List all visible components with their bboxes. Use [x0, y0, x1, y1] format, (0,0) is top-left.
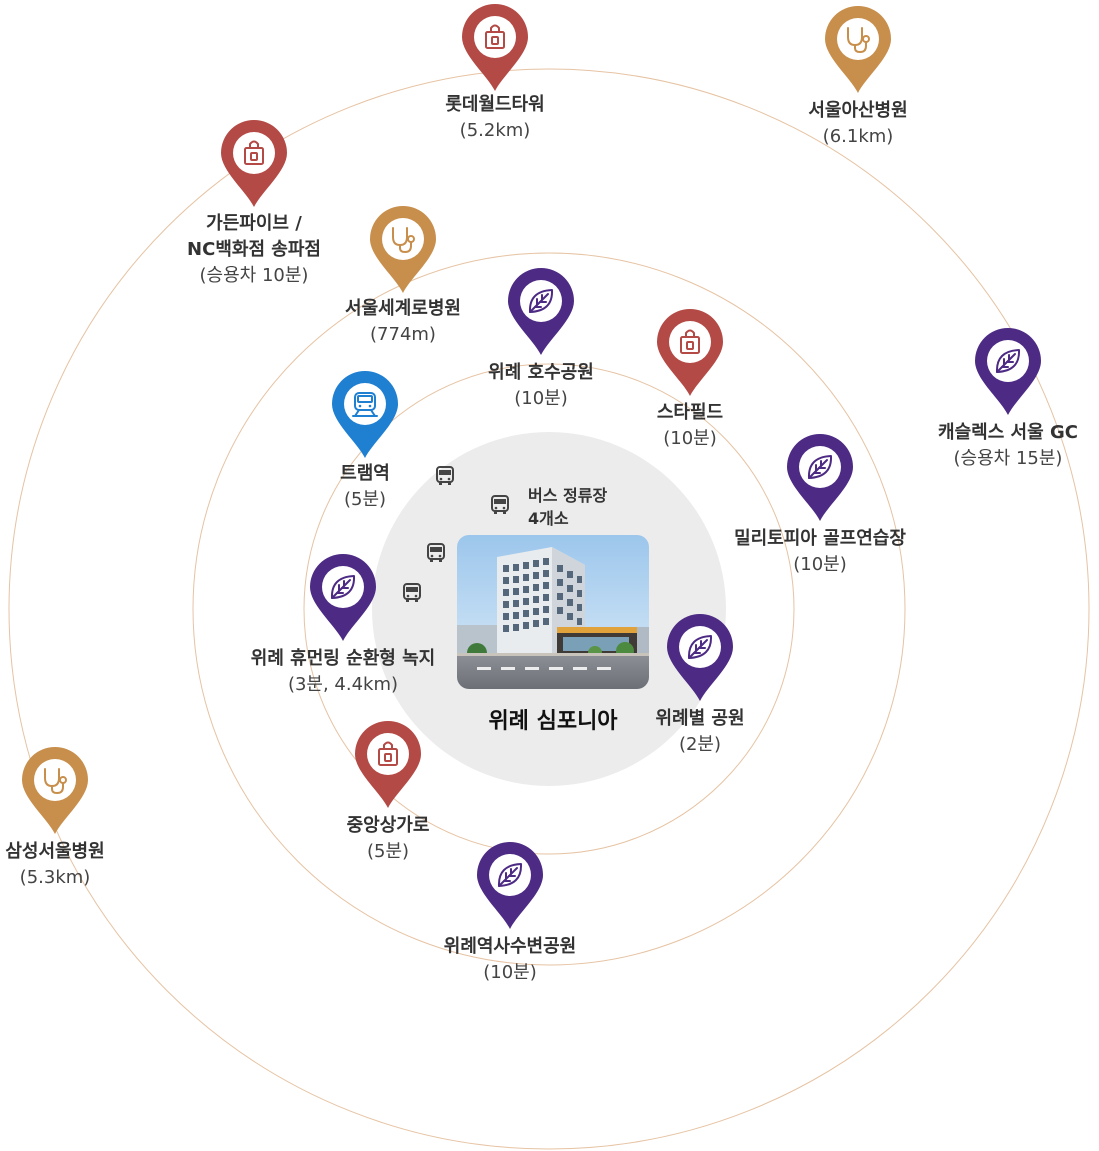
poi-name: 서울세계로병원 — [345, 298, 461, 319]
poi-label-lotte-world-tower: 롯데월드타워 (5.2km) — [445, 92, 544, 144]
poi-label-seoul-segero-hospital: 서울세계로병원 (774m) — [345, 296, 461, 348]
poi-name: 밀리토피아 골프연습장 — [734, 528, 906, 549]
shopping-bag-icon — [485, 24, 505, 49]
leaf-icon — [807, 455, 833, 479]
tram-icon — [352, 392, 378, 417]
poi-distance: (10분) — [793, 554, 847, 575]
stethoscope-icon — [392, 227, 415, 253]
poi-name: 트램역 — [340, 463, 390, 484]
shopping-bag-icon — [378, 741, 398, 766]
map-pin-seoul-segero-hospital — [370, 206, 436, 293]
poi-distance: (10분) — [663, 428, 717, 449]
poi-distance: (3분, 4.4km) — [287, 674, 399, 695]
poi-name: 위례 휴먼링 순환형 녹지 — [250, 648, 436, 669]
map-pin-lotte-world-tower — [462, 4, 528, 91]
ring-inner — [303, 363, 795, 855]
poi-name: 가든파이브 / — [206, 213, 302, 234]
poi-name: 서울아산병원 — [808, 100, 908, 121]
bus-icon — [403, 583, 421, 602]
poi-name: 스타필드 — [656, 402, 724, 423]
map-pin-wirye-yeoksa-park — [477, 842, 543, 929]
poi-name: 중앙상가로 — [346, 815, 430, 836]
building-photo — [457, 535, 649, 689]
shopping-bag-icon — [244, 140, 264, 165]
poi-distance: (10분) — [483, 962, 537, 983]
map-pin-castlex-gc — [975, 328, 1041, 415]
poi-label-wiryebyeol-park: 위례별 공원 (2분) — [655, 706, 744, 758]
poi-distance: (승용차 10분) — [199, 265, 309, 286]
shopping-bag-icon — [680, 329, 700, 354]
poi-label-tram-station: 트램역 (5분) — [340, 461, 390, 513]
poi-label-asan-hospital: 서울아산병원 (6.1km) — [808, 98, 907, 150]
poi-distance: (승용차 15분) — [953, 448, 1063, 469]
poi-label-samsung-hospital: 삼성서울병원 (5.3km) — [5, 839, 104, 891]
poi-label-garden-five: 가든파이브 / NC백화점 송파점 (승용차 10분) — [187, 211, 321, 289]
bus-stop-label: 버스 정류장 4개소 — [528, 484, 607, 530]
map-pin-militopia-golf — [787, 434, 853, 521]
poi-distance: (5분) — [343, 489, 387, 510]
poi-name: 위례 호수공원 — [488, 362, 594, 383]
map-pin-starfield — [657, 309, 723, 396]
stethoscope-icon — [847, 27, 870, 53]
leaf-icon — [528, 289, 554, 313]
poi-distance: (10분) — [514, 388, 568, 409]
poi-distance: (774m) — [370, 324, 436, 345]
poi-distance: (6.1km) — [822, 126, 894, 147]
bus-icon — [427, 543, 445, 562]
poi-label-wirye-yeoksa-park: 위례역사수변공원 (10분) — [444, 934, 576, 986]
poi-name: 위례역사수변공원 — [443, 936, 577, 957]
poi-distance: (2분) — [678, 734, 722, 755]
poi-distance: (5.2km) — [459, 120, 531, 141]
bus-icon — [491, 495, 509, 514]
stethoscope-icon — [44, 768, 67, 794]
poi-distance: (5분) — [366, 841, 410, 862]
poi-name-line2: NC백화점 송파점 — [187, 239, 321, 260]
leaf-icon — [995, 349, 1021, 373]
bus-stop-count: 4개소 — [528, 509, 569, 528]
leaf-icon — [330, 575, 356, 599]
poi-label-human-ring-green: 위례 휴먼링 순환형 녹지 (3분, 4.4km) — [251, 646, 435, 698]
poi-name: 캐슬렉스 서울 GC — [938, 422, 1078, 443]
poi-distance: (5.3km) — [19, 867, 91, 888]
leaf-icon — [687, 635, 713, 659]
map-pin-wirye-lake-park — [508, 268, 574, 355]
map-pin-asan-hospital — [825, 6, 891, 93]
poi-label-wirye-lake-park: 위례 호수공원 (10분) — [488, 360, 594, 412]
leaf-icon — [497, 863, 523, 887]
ring-outer — [8, 68, 1090, 1150]
map-pin-garden-five — [221, 120, 287, 207]
bus-icon — [436, 466, 454, 485]
poi-name: 롯데월드타워 — [445, 94, 545, 115]
map-pin-central-shopping-street — [355, 721, 421, 808]
poi-label-central-shopping-street: 중앙상가로 (5분) — [347, 813, 430, 865]
ring-middle — [192, 252, 906, 966]
bus-stop-title: 버스 정류장 — [528, 486, 608, 505]
map-pin-wiryebyeol-park — [667, 614, 733, 701]
poi-label-militopia-golf: 밀리토피아 골프연습장 (10분) — [734, 526, 906, 578]
complex-name: 위례 심포니아 — [488, 709, 618, 734]
poi-label-castlex-gc: 캐슬렉스 서울 GC (승용차 15분) — [938, 420, 1078, 472]
map-pin-human-ring-green — [310, 554, 376, 641]
poi-name: 삼성서울병원 — [5, 841, 105, 862]
map-pin-samsung-hospital — [22, 747, 88, 834]
poi-name: 위례별 공원 — [655, 708, 745, 729]
map-pin-tram-station — [332, 371, 398, 458]
poi-label-starfield: 스타필드 (10분) — [657, 400, 723, 452]
